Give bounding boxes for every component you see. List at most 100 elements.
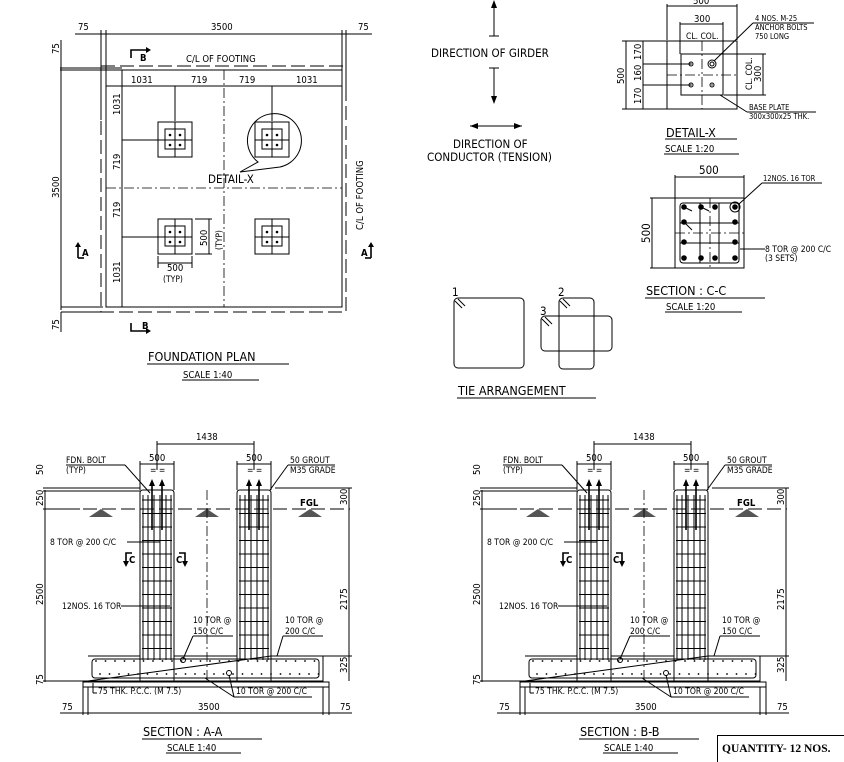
bolt-head-icon: [596, 479, 602, 486]
section-label-c-left: C: [129, 555, 135, 566]
rebar-dot: [697, 673, 700, 675]
base-plate-note-1: BASE PLATE: [749, 103, 789, 112]
rebar-dot: [735, 673, 738, 675]
detail-x-dim-h500: 500: [616, 68, 627, 84]
section-cc-title: SECTION : C-C: [646, 283, 726, 298]
fgl-label: FGL: [300, 498, 319, 509]
rebar-dot: [712, 660, 715, 662]
bolt-head-icon: [256, 479, 262, 486]
rebar-dot: [750, 660, 753, 662]
rebar-dot: [659, 673, 662, 675]
dim-250: 250: [35, 490, 46, 506]
note-grout-2: M35 GRADE: [727, 466, 773, 476]
pedestal-outline: [139, 489, 175, 681]
note-top-left-1: 10 TOR @: [193, 616, 232, 626]
plan-dim-75-left: 75: [78, 22, 89, 33]
rebar-dot: [665, 660, 667, 662]
plan-ped-typ-w: (TYP): [163, 275, 183, 285]
pedestal-outline: [673, 489, 709, 681]
rebar-dot: [275, 660, 278, 662]
drawing-line: [182, 635, 194, 660]
rebar-dot: [127, 673, 130, 675]
tie-label-1: 1: [452, 285, 459, 299]
rebar-dot: [741, 660, 743, 662]
note-main-bars: 12NOS. 16 TOR: [62, 602, 122, 612]
note-fdn-bolt-1: FDN. BOLT: [503, 456, 543, 466]
section-arrow-b-bottom: [130, 323, 146, 332]
rebar-dot: [536, 673, 538, 675]
section-label-c-right: C: [613, 555, 619, 566]
rebar-dot: [95, 660, 97, 662]
plan-ped-dim-w: 500: [167, 263, 183, 274]
pcc-layer: [82, 681, 330, 688]
detail-x-dim-h300: 300: [753, 66, 764, 82]
plan-span-1031-b: 1031: [296, 75, 318, 86]
plan-span-719-b: 719: [239, 75, 255, 86]
rebar-dot: [304, 660, 306, 662]
rebar-dot: [678, 673, 681, 675]
section-arrow-c-head-icon: [123, 561, 129, 567]
plan-ped-dim-h: 500: [199, 230, 210, 246]
section_aa-title: SECTION : A-A: [143, 724, 223, 739]
rebar-dot: [133, 660, 135, 662]
dim-75-right: 75: [340, 702, 351, 713]
rebar-dot: [175, 673, 177, 675]
rebar-dot: [213, 673, 215, 675]
direction-conductor-line1: DIRECTION OF: [453, 137, 528, 151]
section-label-b-bottom: B: [142, 321, 149, 332]
rebar-dot: [247, 660, 249, 662]
bolt-head-icon: [246, 479, 252, 486]
dim-300: 300: [776, 489, 787, 505]
pedestal-plan-tr: [254, 121, 290, 158]
rebar-dot: [684, 660, 686, 662]
rebar-dot: [156, 673, 158, 675]
bolt-head-icon: [149, 479, 155, 486]
rebar-dot: [218, 660, 221, 662]
pedestal-outline: [236, 489, 272, 681]
rebar-dot: [541, 660, 544, 662]
rebar-dot: [693, 660, 696, 662]
detail-x-dim-170a: 170: [633, 44, 644, 60]
note-top-right-2: 200 C/C: [285, 627, 315, 637]
drawing-line: [124, 464, 151, 494]
drawing-line: [228, 674, 235, 698]
dim-2175: 2175: [339, 588, 350, 610]
note-top-right-1: 10 TOR @: [722, 616, 761, 626]
section_aa-scale: SCALE 1:40: [167, 743, 216, 754]
plan-span-1031-a: 1031: [131, 75, 153, 86]
bolt-head-icon: [693, 479, 699, 486]
rebar-dot: [298, 673, 301, 675]
section-label-a-left: A: [82, 248, 89, 259]
note-grout-1: 50 GROUT: [727, 456, 767, 466]
rebar-dot: [171, 660, 173, 662]
section-cc-tie-note-2: (3 SETS): [765, 254, 797, 264]
note-pcc: 75 THK. P.C.C. (M 7.5): [535, 687, 618, 697]
rebar-dot: [674, 660, 677, 662]
plan-dim-75-bottom-left: 75: [51, 319, 62, 330]
detail-x-bubble: [239, 113, 302, 173]
rebar-dot: [137, 673, 139, 675]
note-top-left-2: 150 C/C: [193, 627, 223, 637]
section-arrow-c-right: [179, 552, 186, 563]
section-label-c-left: C: [566, 555, 572, 566]
quantity-box: QUANTITY- 12 NOS.: [717, 735, 844, 762]
detail-x-title: DETAIL-X: [666, 125, 716, 140]
rebar-dot: [589, 660, 591, 662]
rebar-callout-circle: [180, 657, 186, 663]
rebar-dot: [285, 660, 287, 662]
detail-x-dim-170b: 170: [633, 88, 644, 104]
ped-spacing-dim: 1438: [633, 432, 655, 443]
tie-3-shape: [540, 315, 613, 352]
dim-325: 325: [776, 657, 787, 673]
rebar-dot: [646, 660, 648, 662]
dim-50: 50: [472, 464, 483, 475]
drawing-line: [269, 464, 289, 491]
rebar-dot: [612, 673, 614, 675]
section-arrow-b-top: [130, 49, 146, 58]
dim-3500: 3500: [198, 702, 220, 713]
rebar-dot: [574, 673, 576, 675]
dim-325: 325: [339, 657, 350, 673]
rebar-dot: [279, 673, 282, 675]
pcc-layer: [519, 681, 767, 688]
